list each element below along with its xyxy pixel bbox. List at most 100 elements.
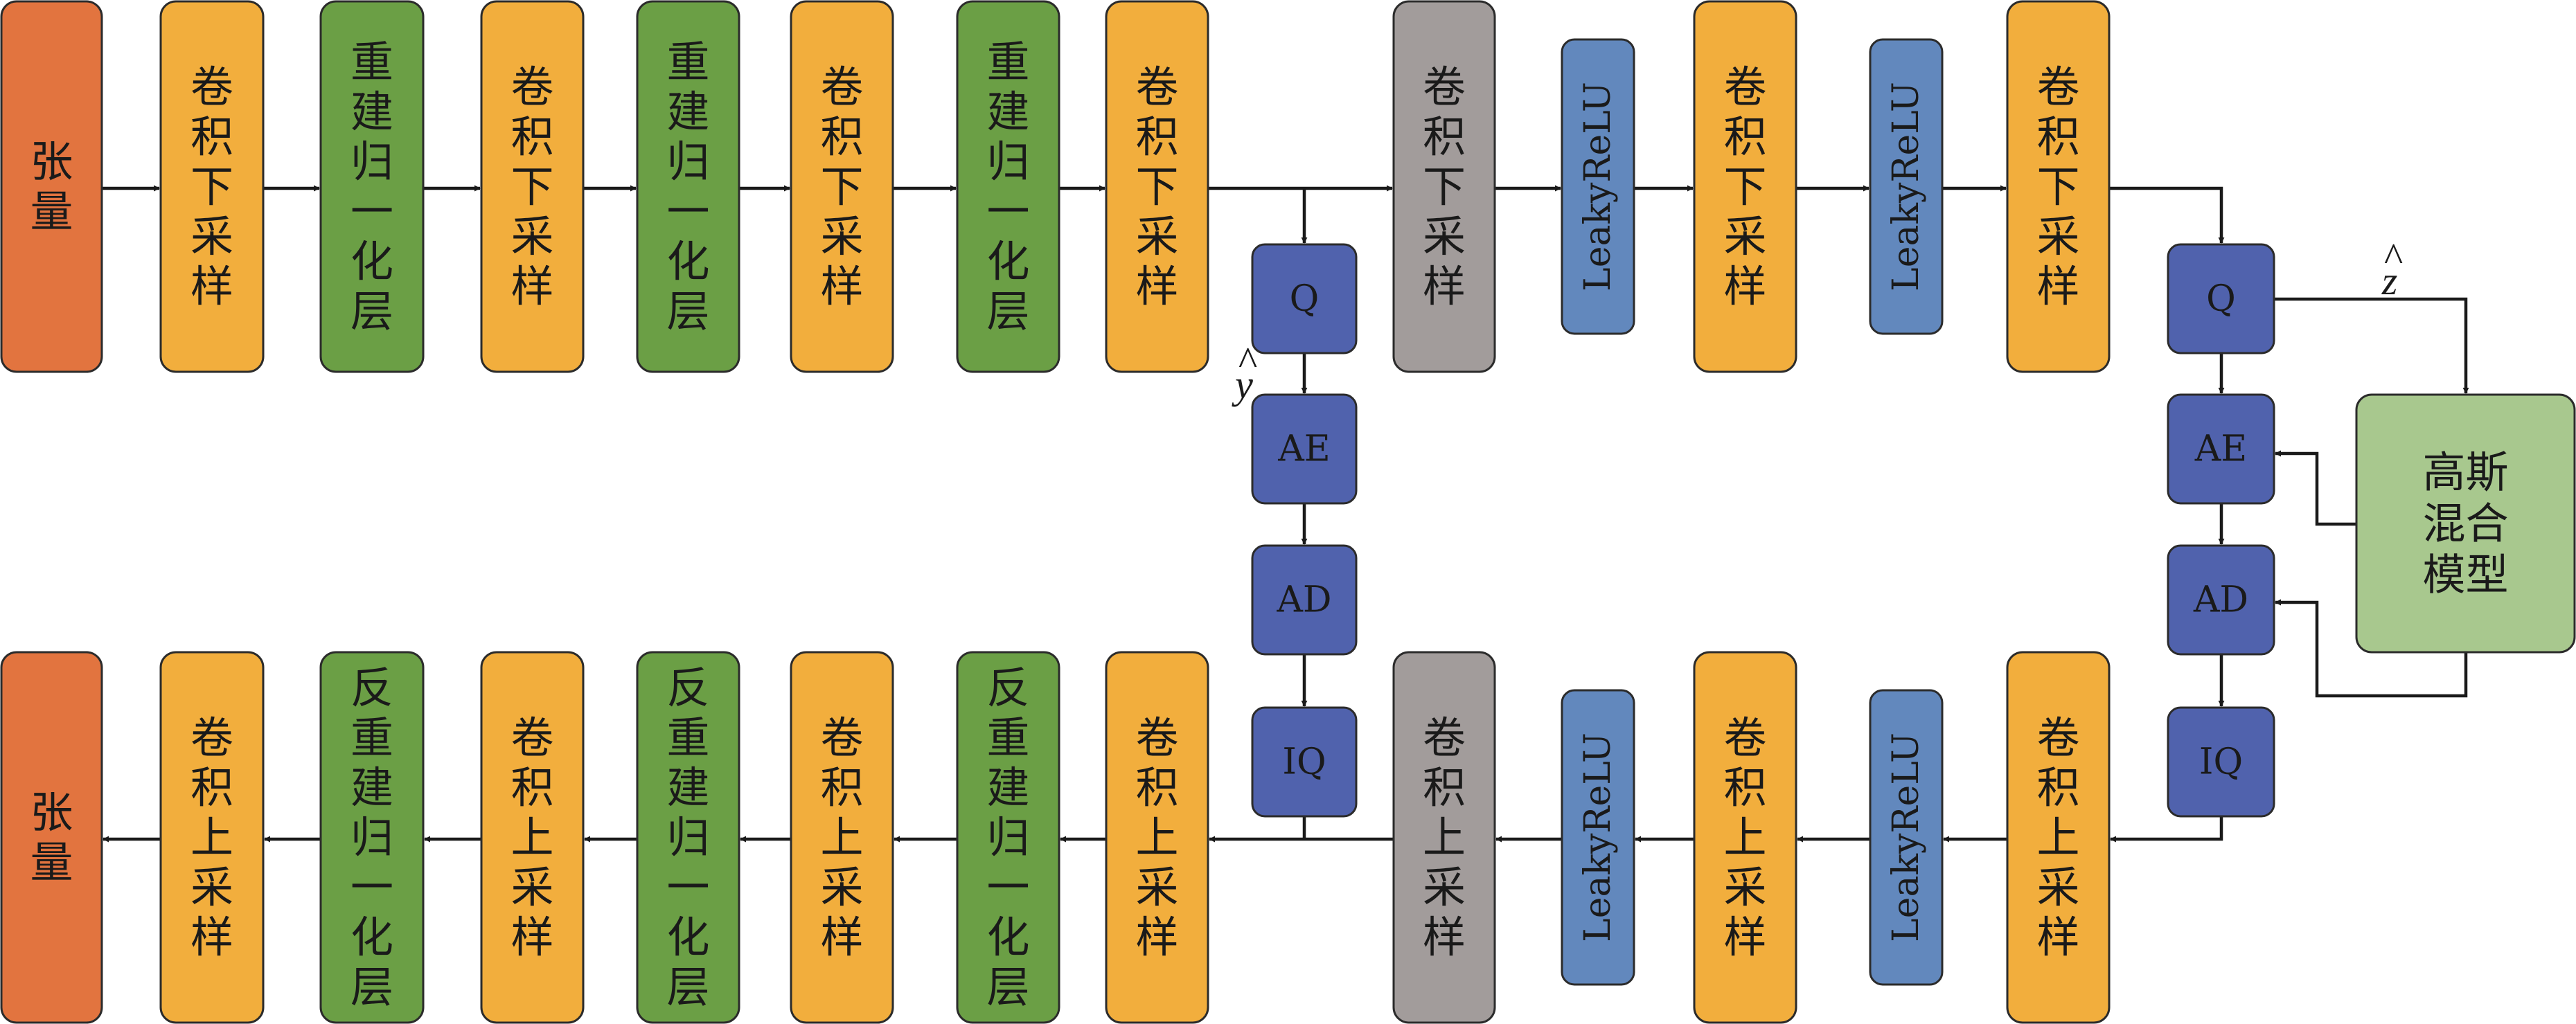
- arithmetic-decoder-y-label: AD: [1276, 580, 1331, 621]
- gdn-layer-1: 重建归一化层: [319, 0, 425, 373]
- igdn-layer-1-label: 反重建归一化层: [350, 663, 393, 1012]
- conv-upsample-4-label: 卷积上采样: [1135, 712, 1178, 962]
- arithmetic-decoder-z-box: [2167, 544, 2275, 656]
- gdn-layer-2: 重建归一化层: [636, 0, 740, 373]
- arithmetic-decoder-y-box: [1251, 544, 1358, 656]
- edge-hyper3-to-quantizer-z: [2109, 186, 2225, 244]
- conv-downsample-hyper-3: 卷积下采样: [2006, 0, 2111, 373]
- conv-upsample-hyper-2-label: 卷积上采样: [1723, 712, 1766, 962]
- gdn-layer-1-label: 重建归一化层: [350, 37, 393, 336]
- inverse-quantizer-y-box: [1251, 706, 1358, 818]
- conv-downsample-hyper-3-box: [2006, 0, 2111, 373]
- conv-upsample-3-box: [790, 651, 894, 1024]
- conv-upsample-3: 卷积上采样: [790, 651, 894, 1024]
- edge-gmm-to-aez: [2275, 450, 2356, 526]
- conv-upsample-hyper-1: 卷积上采样: [1392, 651, 1496, 1024]
- z-hat-label-hat: ^: [2383, 235, 2403, 280]
- gaussian-mixture-model-label: 高斯混合模型: [2422, 447, 2508, 600]
- conv-upsample-1: 卷积上采样: [159, 651, 265, 1024]
- quantizer-y: Q: [1251, 243, 1358, 354]
- conv-upsample-hyper-3: 卷积上采样: [2006, 651, 2111, 1024]
- conv-downsample-4-box: [1105, 0, 1209, 373]
- conv-downsample-1-box: [159, 0, 265, 373]
- arithmetic-encoder-y-box: [1251, 393, 1358, 505]
- arithmetic-encoder-y: AE: [1251, 393, 1358, 505]
- tensor-block-bottom: 张量: [0, 651, 103, 1024]
- conv-downsample-hyper-1: 卷积下采样: [1392, 0, 1496, 373]
- inverse-quantizer-z-box: [2167, 706, 2275, 818]
- conv-upsample-1-box: [159, 651, 265, 1024]
- conv-upsample-2: 卷积上采样: [480, 651, 585, 1024]
- y-hat-label-letter: y: [1232, 362, 1253, 407]
- y-hat-label-hat: ^: [1238, 339, 1257, 384]
- conv-upsample-hyper-3-box: [2006, 651, 2111, 1024]
- quantizer-z: Q: [2167, 243, 2275, 354]
- leaky-relu-1: LeakyReLU: [1561, 38, 1635, 335]
- quantizer-z-box: [2167, 243, 2275, 354]
- conv-downsample-hyper-1-label: 卷积下采样: [1423, 62, 1466, 312]
- conv-upsample-2-box: [480, 651, 585, 1024]
- leaky-relu-3-box: [1561, 689, 1635, 986]
- conv-upsample-hyper-2-box: [1693, 651, 1797, 1024]
- conv-upsample-4-box: [1105, 651, 1209, 1024]
- arithmetic-decoder-z: AD: [2167, 544, 2275, 656]
- tensor-block-bottom-label: 张量: [30, 787, 73, 888]
- conv-downsample-3-label: 卷积下采样: [820, 62, 863, 312]
- igdn-layer-3-box: [956, 651, 1060, 1024]
- conv-upsample-4: 卷积上采样: [1105, 651, 1209, 1024]
- arithmetic-encoder-z-box: [2167, 393, 2275, 505]
- conv-downsample-1: 卷积下采样: [159, 0, 265, 373]
- gdn-layer-3: 重建归一化层: [956, 0, 1060, 373]
- edge-iqz-to-upsample: [2110, 816, 2223, 843]
- leaky-relu-4-box: [1869, 689, 1944, 986]
- conv-upsample-1-label: 卷积上采样: [190, 712, 233, 962]
- arithmetic-encoder-z: AE: [2167, 393, 2275, 505]
- z-hat-label-letter: z: [2381, 258, 2398, 303]
- tensor-block-top-label: 张量: [30, 136, 73, 237]
- conv-downsample-3-box: [790, 0, 894, 373]
- leaky-relu-2: LeakyReLU: [1869, 38, 1944, 335]
- conv-downsample-hyper-2-label: 卷积下采样: [1723, 62, 1766, 312]
- leaky-relu-2-label: LeakyReLU: [1885, 82, 1927, 291]
- igdn-layer-1: 反重建归一化层: [319, 651, 425, 1024]
- conv-downsample-1-label: 卷积下采样: [190, 62, 233, 312]
- igdn-layer-3-label: 反重建归一化层: [986, 663, 1029, 1012]
- conv-upsample-3-label: 卷积上采样: [820, 712, 863, 962]
- conv-downsample-4: 卷积下采样: [1105, 0, 1209, 373]
- gdn-layer-3-label: 重建归一化层: [986, 37, 1029, 336]
- conv-downsample-3: 卷积下采样: [790, 0, 894, 373]
- z-hat-label: z^: [2381, 235, 2403, 303]
- conv-upsample-hyper-1-box: [1392, 651, 1496, 1024]
- connection-arrows: [102, 185, 2469, 843]
- leaky-relu-4: LeakyReLU: [1869, 689, 1944, 986]
- conv-downsample-2: 卷积下采样: [480, 0, 585, 373]
- gdn-layer-1-box: [319, 0, 425, 373]
- igdn-layer-3: 反重建归一化层: [956, 651, 1060, 1024]
- gaussian-mixture-model: 高斯混合模型: [2355, 393, 2576, 654]
- conv-downsample-hyper-3-label: 卷积下采样: [2036, 62, 2079, 312]
- conv-downsample-hyper-2: 卷积下采样: [1693, 0, 1797, 373]
- igdn-layer-2-label: 反重建归一化层: [666, 663, 709, 1012]
- tensor-block-top-box: [0, 0, 103, 373]
- quantizer-z-label: Q: [2206, 278, 2236, 320]
- inverse-quantizer-z-label: IQ: [2199, 742, 2243, 783]
- conv-upsample-hyper-2: 卷积上采样: [1693, 651, 1797, 1024]
- tensor-block-bottom-box: [0, 651, 103, 1024]
- leaky-relu-4-label: LeakyReLU: [1885, 733, 1927, 942]
- conv-downsample-hyper-2-box: [1693, 0, 1797, 373]
- conv-upsample-2-label: 卷积上采样: [510, 712, 553, 962]
- leaky-relu-3-label: LeakyReLU: [1577, 733, 1619, 942]
- arithmetic-decoder-z-label: AD: [2193, 580, 2248, 621]
- quantizer-y-label: Q: [1290, 278, 1320, 320]
- leaky-relu-1-label: LeakyReLU: [1577, 82, 1619, 291]
- gdn-layer-2-box: [636, 0, 740, 373]
- quantizer-y-box: [1251, 243, 1358, 354]
- conv-downsample-hyper-1-box: [1392, 0, 1496, 373]
- y-hat-label: y^: [1232, 339, 1257, 407]
- edge-gmm-to-adz: [2275, 599, 2468, 698]
- conv-downsample-2-label: 卷积下采样: [510, 62, 553, 312]
- igdn-layer-2-box: [636, 651, 740, 1024]
- conv-downsample-2-box: [480, 0, 585, 373]
